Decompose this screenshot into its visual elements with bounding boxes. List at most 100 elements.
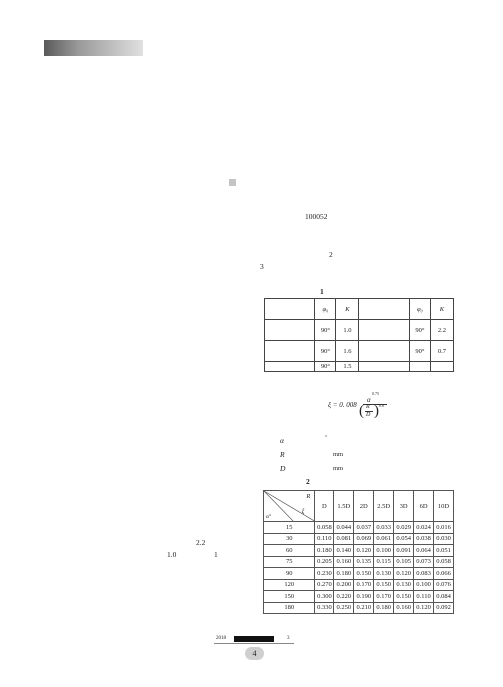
- formula-fraction-bar: [363, 404, 387, 405]
- table2-cell: 0.081: [333, 532, 355, 545]
- table1-cell: 0.7: [429, 340, 455, 362]
- table2-column-header: 6D: [413, 490, 435, 522]
- table-1: φ₀ K φ₀ K 90° 1.0 90° 2.2 90° 1.6 90° 0.…: [263, 298, 455, 372]
- table1-cell: 90°: [408, 319, 431, 341]
- table2-cell: 0.170: [353, 578, 375, 591]
- table2-cell: 0.061: [373, 532, 395, 545]
- table-row: 90° 1.6 90° 0.7: [263, 340, 455, 362]
- table1-header-k-2: K: [429, 298, 455, 320]
- table2-cell: 0.150: [393, 590, 415, 603]
- table2-cell: 0.115: [373, 555, 395, 568]
- table1-header-phi-2: φ₀: [408, 298, 431, 320]
- page-number: 4: [245, 647, 264, 660]
- reference-2: 2: [329, 250, 333, 259]
- table1-cell: [358, 319, 410, 341]
- table1-cell: [263, 361, 316, 372]
- footer-year: 2018: [216, 636, 226, 641]
- table2-cell: 0.180: [373, 601, 395, 614]
- table2-cell: 0.170: [373, 590, 395, 603]
- table1-cell: 2.2: [429, 319, 455, 341]
- table2-cell: 0.073: [413, 555, 435, 568]
- table2-cell: 0.220: [333, 590, 355, 603]
- formula-paren-right: ): [374, 403, 379, 419]
- table2-corner: R ξ α°: [264, 491, 315, 521]
- table2-row-alpha: 60: [262, 544, 316, 557]
- table2-cell: 0.250: [333, 601, 355, 614]
- table2-row-alpha: 90: [262, 567, 316, 580]
- table1-cell: [358, 298, 410, 320]
- table2-corner-alpha: α°: [266, 514, 272, 520]
- table2-corner-cell: R ξ α°: [262, 490, 316, 522]
- table2-column-header: 3D: [393, 490, 415, 522]
- table2-cell: 0.076: [433, 578, 454, 591]
- table2-cell: 0.044: [333, 521, 355, 534]
- table2-cell: 0.038: [413, 532, 435, 545]
- table2-cell: 0.230: [314, 567, 335, 580]
- table2-cell: 0.330: [314, 601, 335, 614]
- table1-cell: [358, 361, 410, 372]
- table2-corner-xi: ξ: [301, 508, 305, 515]
- table1-cell: 90°: [314, 340, 337, 362]
- left-column-value-10: 1.0: [167, 550, 177, 559]
- table2-cell: 0.190: [353, 590, 375, 603]
- table2-cell: 0.058: [433, 555, 454, 568]
- table1-cell: 1.5: [335, 361, 360, 372]
- table2-cell: 0.100: [413, 578, 435, 591]
- table2-cell: 0.064: [413, 544, 435, 557]
- table2-cell: 0.029: [393, 521, 415, 534]
- table2-cell: 0.092: [433, 601, 454, 614]
- table1-cell: 90°: [314, 319, 337, 341]
- table2-cell: 0.105: [393, 555, 415, 568]
- table1-cell: [408, 361, 431, 372]
- table2-cell: 0.024: [413, 521, 435, 534]
- left-column-value-1: 1: [214, 550, 218, 559]
- table1-cell: 90°: [314, 361, 337, 372]
- table1-cell: [263, 298, 316, 320]
- table2-cell: 0.135: [353, 555, 375, 568]
- table2-cell: 0.066: [433, 567, 454, 580]
- table2-column-header: 2D: [353, 490, 375, 522]
- formula-denominator-top: R: [366, 404, 370, 410]
- formula-inner-bar: [365, 411, 373, 412]
- table2-cell: 0.051: [433, 544, 454, 557]
- table2-cell: 0.270: [314, 578, 335, 591]
- formula-denominator-exponent: 0.6: [379, 403, 384, 408]
- table2-row-alpha: 150: [262, 590, 316, 603]
- table2-cell: 0.069: [353, 532, 375, 545]
- table2-cell: 0.083: [413, 567, 435, 580]
- table2-header-row: R ξ α° D 1.5D 2D 2.5D 3D 6D 10D: [262, 490, 454, 522]
- table1-cell: [263, 319, 316, 341]
- legend-d-unit: mm: [333, 465, 344, 472]
- legend-r-unit: mm: [333, 451, 344, 458]
- table2-cell: 0.200: [333, 578, 355, 591]
- table2-corner-r: R: [306, 493, 311, 500]
- diagonal-lines-icon: [264, 491, 315, 521]
- postcode-text: 100052: [305, 212, 328, 221]
- table-row: 90° 1.5: [263, 361, 455, 372]
- header-banner: [44, 40, 143, 56]
- table2-column-header: D: [314, 490, 335, 522]
- formula-numerator-exponent: 0.75: [372, 391, 379, 396]
- table2-cell: 0.120: [393, 567, 415, 580]
- table1-cell: 90°: [408, 340, 431, 362]
- table2-cell: 0.058: [314, 521, 335, 534]
- table2-cell: 0.100: [373, 544, 395, 557]
- table-row: 90° 1.0 90° 2.2: [263, 319, 455, 341]
- table2-row-alpha: 180: [262, 601, 316, 614]
- table2-cell: 0.030: [433, 532, 454, 545]
- table2-cell: 0.130: [393, 578, 415, 591]
- resistance-formula: ξ = 0. 008 α 0.75 ( R D ) 0.6: [315, 391, 415, 425]
- table2-cell: 0.016: [433, 521, 454, 534]
- table1-header-phi: φ₀: [314, 298, 337, 320]
- table2-column-header: 1.5D: [333, 490, 355, 522]
- footer-issue: 3: [287, 636, 290, 641]
